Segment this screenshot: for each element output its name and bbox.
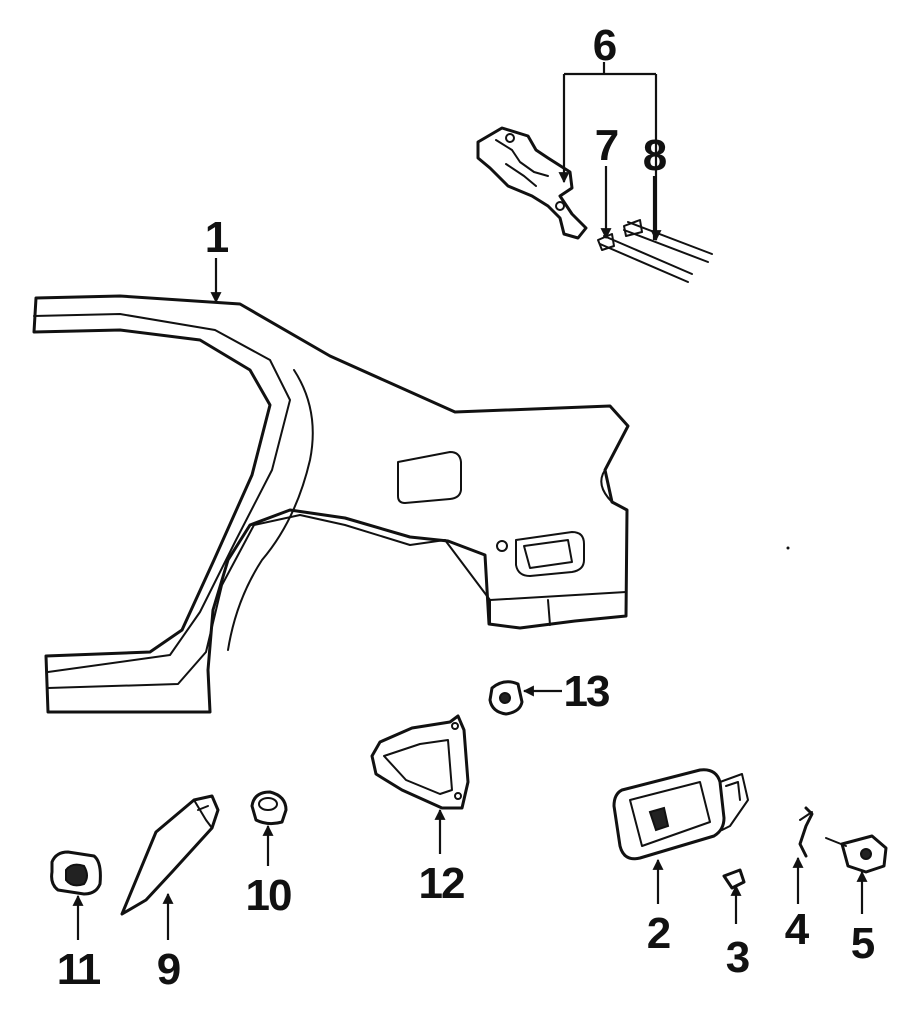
cap-11 [50,850,102,896]
callout-11: 11 [57,945,101,994]
rod-8 [623,219,713,263]
callout-8: 8 [643,131,667,180]
screw-3 [722,868,746,890]
callout-7: 7 [595,121,618,170]
bracket-assembly [476,126,588,240]
stray-dot [786,546,790,550]
callout-1: 1 [205,213,229,262]
callout-5: 5 [851,919,875,968]
clip-13 [488,680,524,716]
lock-actuator [825,834,888,874]
callout-12: 12 [419,859,464,908]
callout-13: 13 [564,667,609,716]
fuel-door [612,768,749,861]
callouts: 1 6 7 8 13 12 10 11 9 2 3 4 5 [57,21,877,994]
splash-guard [120,794,220,916]
callout-9: 9 [157,945,180,994]
quarter-panel [32,294,630,714]
callout-10: 10 [246,871,291,920]
callout-2: 2 [647,909,670,958]
callout-6: 6 [593,21,616,70]
grommet-10 [250,790,288,826]
hinge-4 [798,806,814,858]
callout-3: 3 [726,933,749,982]
callout-4: 4 [785,905,810,954]
mud-flap [370,714,470,810]
leader-lines [72,62,868,940]
